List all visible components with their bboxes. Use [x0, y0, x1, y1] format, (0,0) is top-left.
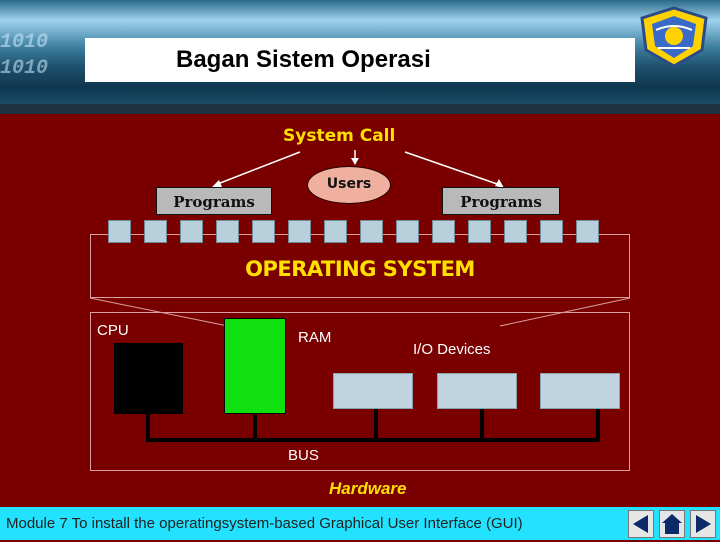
module-text: Module 7 To install the operatingsystem-… — [6, 515, 523, 532]
hardware-frame — [90, 312, 630, 471]
arrow-to-programs-left — [214, 151, 301, 186]
forward-arrow-icon — [696, 515, 711, 533]
program-slot — [360, 220, 383, 243]
hardware-label: Hardware — [329, 479, 407, 498]
home-button[interactable] — [659, 510, 685, 538]
back-arrow-icon — [633, 515, 648, 533]
bus-line — [146, 408, 600, 442]
io-device-box — [540, 373, 620, 409]
cpu-block — [114, 343, 183, 414]
page-title: Bagan Sistem Operasi — [176, 46, 431, 73]
program-slot — [252, 220, 275, 243]
header-strip — [0, 104, 720, 114]
program-slot — [432, 220, 455, 243]
program-slot — [180, 220, 203, 243]
header-banner: 1010 1010 Bagan Sistem Operasi — [0, 0, 720, 114]
io-device-box — [437, 373, 517, 409]
io-device-box — [333, 373, 413, 409]
ram-label: RAM — [298, 329, 332, 346]
binary-decoration: 1010 1010 — [0, 30, 80, 90]
programs-right-label: Programs — [460, 193, 542, 211]
program-slot — [540, 220, 563, 243]
ram-block — [224, 318, 286, 414]
binary-line-2: 1010 — [0, 57, 49, 80]
back-button[interactable] — [628, 510, 654, 538]
footer-bar: Module 7 To install the operatingsystem-… — [0, 507, 720, 540]
home-icon — [662, 514, 682, 534]
program-slot — [108, 220, 131, 243]
arrowhead-right — [495, 179, 504, 188]
programs-left-label: Programs — [173, 193, 255, 211]
arrowhead-users — [351, 158, 359, 165]
users-ellipse: Users — [307, 166, 391, 204]
programs-right-box: Programs — [442, 187, 560, 215]
cpu-label: CPU — [97, 322, 129, 339]
program-slot — [396, 220, 419, 243]
program-slot — [468, 220, 491, 243]
program-slot — [216, 220, 239, 243]
title-box: Bagan Sistem Operasi — [85, 38, 635, 82]
bus-label: BUS — [288, 447, 319, 464]
users-label: Users — [326, 176, 372, 192]
program-slot — [324, 220, 347, 243]
arrow-to-programs-right — [404, 151, 501, 186]
binary-line-1: 1010 — [0, 31, 49, 54]
operating-system-layer: OPERATING SYSTEM — [90, 234, 630, 298]
forward-button[interactable] — [690, 510, 716, 538]
program-slot — [576, 220, 599, 243]
system-call-label: System Call — [283, 126, 396, 146]
operating-system-label: OPERATING SYSTEM — [245, 257, 475, 281]
logo-emblem-icon — [640, 6, 708, 68]
program-slot — [144, 220, 167, 243]
programs-left-box: Programs — [156, 187, 272, 215]
io-devices-label: I/O Devices — [413, 341, 491, 358]
arrowhead-left — [211, 180, 222, 188]
program-slot — [288, 220, 311, 243]
program-slot — [504, 220, 527, 243]
